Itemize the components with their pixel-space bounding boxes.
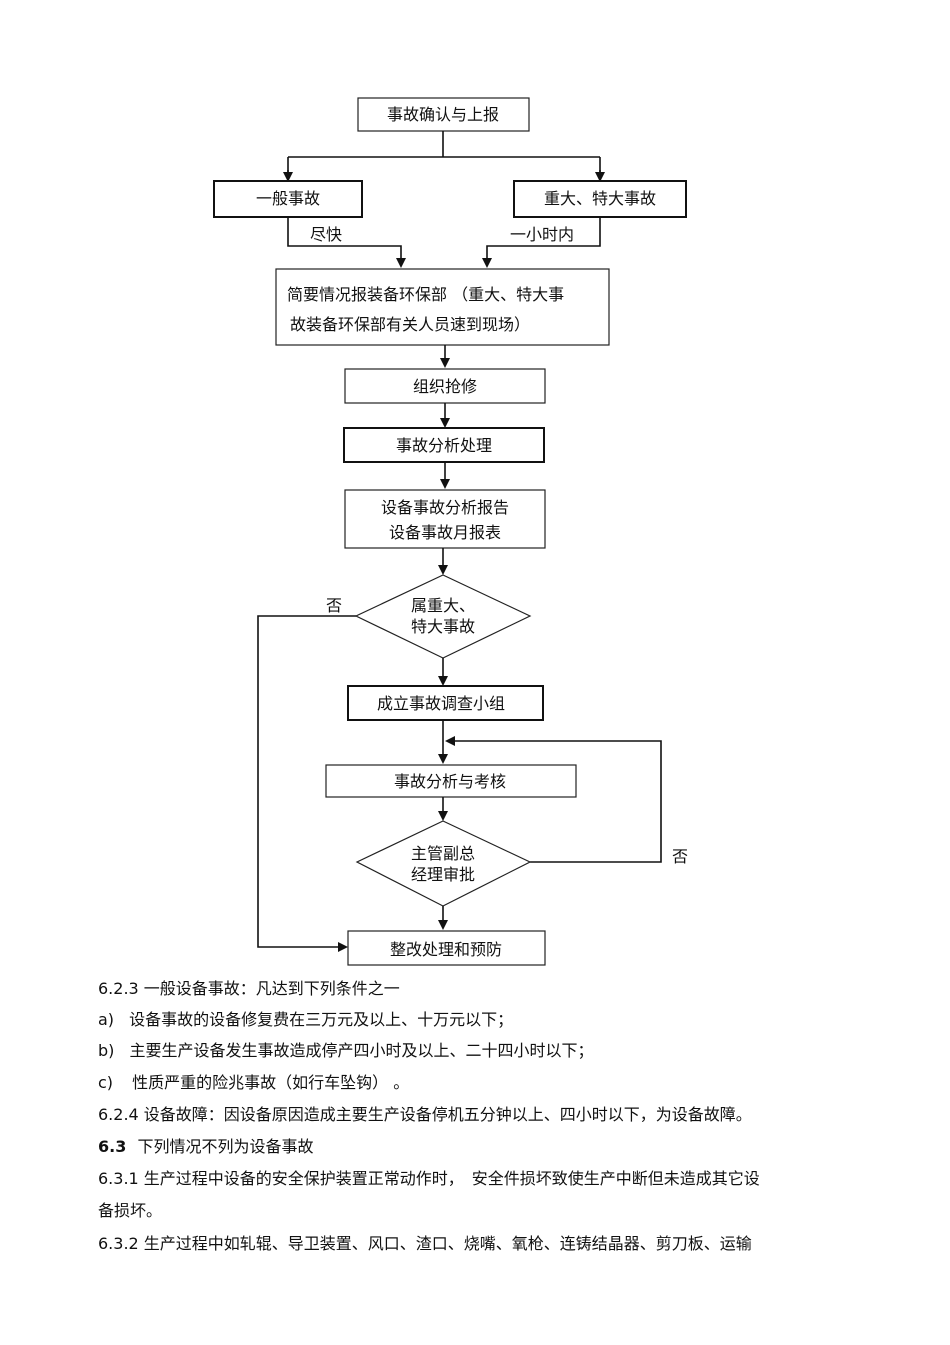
svg-text:设备事故分析报告: 设备事故分析报告 [381, 498, 509, 517]
node-report: 事故确认与上报 [357, 97, 530, 132]
paragraph-6-3-2: 6.3.2 生产过程中如轧辊、导卫装置、风口、渣口、烧嘴、氧枪、连铸结晶器、剪刀… [98, 1234, 752, 1253]
node-general-accident: 一般事故 [213, 180, 363, 218]
heading-6-3: 6.3 下列情况不列为设备事故 [98, 1132, 858, 1162]
node-repair: 组织抢修 [344, 368, 546, 404]
list-label-c: c) [98, 1073, 114, 1092]
node-report-documents: 设备事故分析报告 设备事故月报表 [344, 489, 546, 549]
svg-text:重大、特大事故: 重大、特大事故 [544, 189, 656, 208]
paragraph-6-2-3: 6.2.3 一般设备事故：凡达到下列条件之一 [98, 979, 400, 998]
node-analysis: 事故分析处理 [343, 427, 545, 463]
list-text-c: 性质严重的险兆事故（如行车坠钩） 。 [132, 1073, 410, 1092]
label-no-right: 否 [672, 847, 688, 866]
list-text-a: 设备事故的设备修复费在三万元及以上、十万元以下； [129, 1010, 514, 1029]
svg-text:成立事故调查小组: 成立事故调查小组 [377, 694, 505, 713]
list-text-b: 主要生产设备发生事故造成停产四小时及以上、二十四小时以下； [129, 1041, 594, 1060]
svg-text:主管副总: 主管副总 [411, 844, 475, 863]
svg-text:事故分析处理: 事故分析处理 [396, 436, 492, 455]
label-within-hour: 一小时内 [510, 225, 574, 244]
list-label-a: a) [98, 1010, 115, 1029]
connector-report-split [287, 131, 601, 176]
arrow-no-left [257, 615, 356, 952]
accident-flowchart: 事故确认与上报 一般事故 重大、特大事故 尽快 一小时内 简要情况报装备环保部 … [213, 97, 688, 966]
list-item-a: a) 设备事故的设备修复费在三万元及以上、十万元以下； [98, 1005, 858, 1035]
node-decision-approval: 主管副总 经理审批 [355, 820, 532, 907]
node-investigation-team: 成立事故调查小组 [347, 685, 544, 721]
list-item-c: c) 性质严重的险兆事故（如行车坠钩） 。 [98, 1068, 858, 1098]
arrow-no-right-loop [445, 736, 662, 863]
svg-text:特大事故: 特大事故 [411, 617, 475, 636]
arrow-asap [287, 217, 406, 268]
svg-text:事故确认与上报: 事故确认与上报 [387, 105, 499, 124]
label-no-left: 否 [326, 596, 342, 615]
svg-text:组织抢修: 组织抢修 [413, 377, 477, 396]
svg-text:事故分析与考核: 事故分析与考核 [394, 772, 506, 791]
node-major-accident: 重大、特大事故 [513, 180, 687, 218]
heading-6-3-number: 6.3 [98, 1137, 127, 1156]
heading-6-3-text: 下列情况不列为设备事故 [137, 1137, 314, 1156]
list-label-b: b) [98, 1041, 115, 1060]
node-brief-report: 简要情况报装备环保部 （重大、特大事 故装备环保部有关人员速到现场） [275, 268, 610, 346]
svg-text:一般事故: 一般事故 [256, 189, 320, 208]
svg-text:整改处理和预防: 整改处理和预防 [390, 940, 502, 959]
node-decision-major: 属重大、 特大事故 [354, 574, 532, 659]
svg-text:属重大、: 属重大、 [411, 596, 475, 615]
arrow-within-hour [482, 217, 601, 268]
paragraph-6-2-4: 6.2.4 设备故障：因设备原因造成主要生产设备停机五分钟以上、四小时以下，为设… [98, 1105, 752, 1124]
list-item-b: b) 主要生产设备发生事故造成停产四小时及以上、二十四小时以下； [98, 1036, 858, 1066]
svg-text:设备事故月报表: 设备事故月报表 [389, 523, 501, 542]
label-asap: 尽快 [310, 225, 342, 244]
svg-text:故装备环保部有关人员速到现场）: 故装备环保部有关人员速到现场） [290, 315, 530, 334]
svg-text:经理审批: 经理审批 [411, 865, 475, 884]
paragraph-6-3-1-line2: 备损坏。 [98, 1201, 163, 1220]
node-rectify: 整改处理和预防 [347, 930, 546, 966]
svg-text:简要情况报装备环保部 （重大、特大事: 简要情况报装备环保部 （重大、特大事 [287, 285, 564, 304]
paragraph-6-3-1-line1: 6.3.1 生产过程中设备的安全保护装置正常动作时， 安全件损坏致使生产中断但未… [98, 1169, 760, 1188]
node-assessment: 事故分析与考核 [325, 764, 577, 798]
